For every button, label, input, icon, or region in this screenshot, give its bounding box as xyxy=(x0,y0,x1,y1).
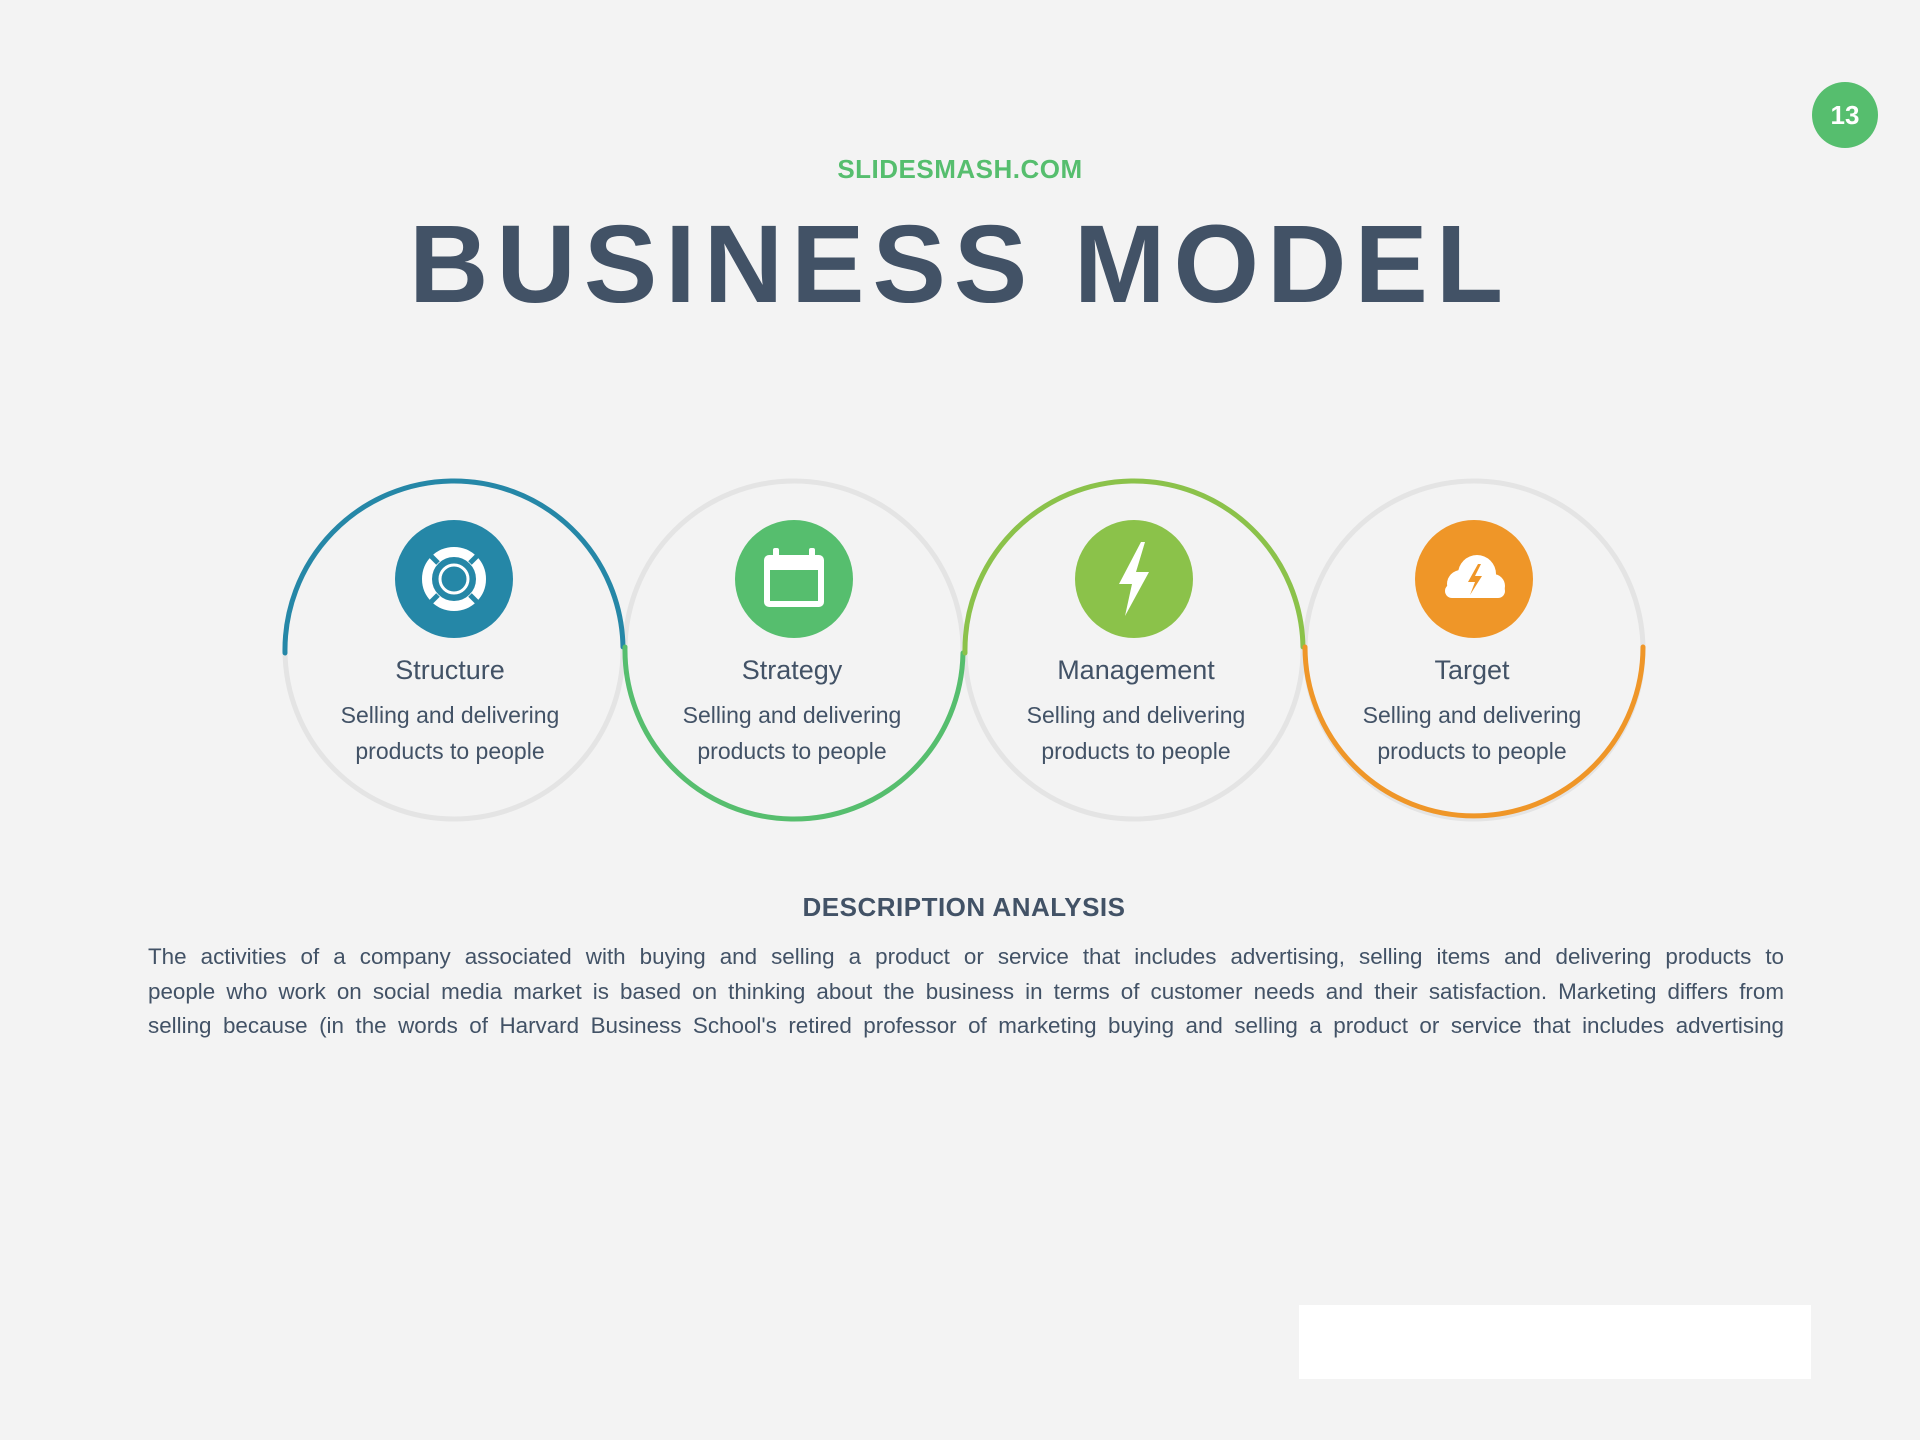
item-desc-line: products to people xyxy=(1377,738,1567,764)
blank-box xyxy=(1299,1305,1811,1379)
ring-arc-structure xyxy=(282,478,626,656)
description-line: selling because (in the words of Harvard… xyxy=(148,1013,1784,1038)
structure-icon-circle xyxy=(395,520,513,638)
description-heading: DESCRIPTION ANALYSIS xyxy=(802,892,1126,922)
item-desc-target: Selling and delivering products to peopl… xyxy=(1322,697,1622,769)
description-body: The activities of a company associated w… xyxy=(148,940,1784,1044)
item-title-target: Target xyxy=(1434,655,1510,685)
item-desc-line: Selling and delivering xyxy=(340,702,560,728)
item-title-management: Management xyxy=(1057,655,1215,685)
description-line: The activities of a company associated w… xyxy=(148,944,1784,969)
site-name: SLIDESMASH.COM xyxy=(837,154,1083,184)
management-icon-circle xyxy=(1075,520,1193,638)
lightning-icon xyxy=(1119,542,1149,616)
item-desc-line: products to people xyxy=(1041,738,1231,764)
item-desc-line: Selling and delivering xyxy=(682,702,902,728)
calendar-icon xyxy=(764,548,824,607)
storm-cloud-icon xyxy=(1445,555,1505,598)
item-desc-line: products to people xyxy=(697,738,887,764)
target-icon-circle xyxy=(1415,520,1533,638)
item-title-structure: Structure xyxy=(395,655,505,685)
strategy-icon-circle xyxy=(735,520,853,638)
item-title-strategy: Strategy xyxy=(741,655,843,685)
description-line: people who work on social media market i… xyxy=(148,978,1784,1004)
ring-arc-target xyxy=(1302,644,1646,819)
item-desc-strategy: Selling and delivering products to peopl… xyxy=(642,697,942,769)
ring-arc-strategy xyxy=(622,644,966,822)
page-number-badge: 13 xyxy=(1812,82,1878,148)
item-desc-management: Selling and delivering products to peopl… xyxy=(986,697,1286,769)
lifebuoy-icon xyxy=(422,547,486,611)
ring-arc-management xyxy=(962,478,1306,656)
item-desc-line: products to people xyxy=(355,738,545,764)
item-desc-line: Selling and delivering xyxy=(1362,702,1582,728)
slide-title: BUSINESS MODEL xyxy=(408,203,1512,326)
item-desc-line: Selling and delivering xyxy=(1026,702,1246,728)
item-desc-structure: Selling and delivering products to peopl… xyxy=(300,697,600,769)
